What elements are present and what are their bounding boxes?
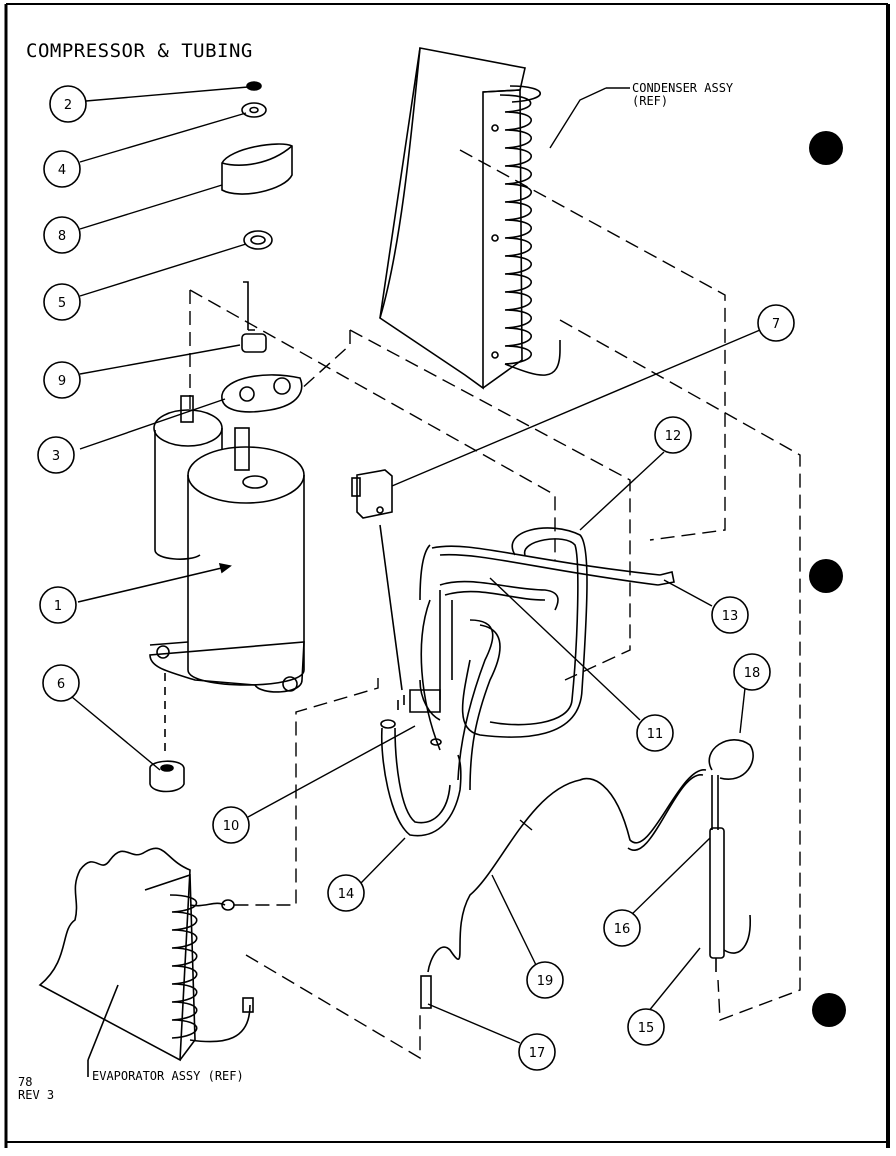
callout-16: 16 (614, 922, 631, 937)
part-7-overload (356, 469, 393, 519)
callout-labels: 2 4 8 5 9 3 1 6 7 12 13 11 18 10 14 16 1… (52, 98, 780, 1061)
part-4-washer (241, 102, 267, 118)
callout-circle-15 (627, 1008, 665, 1046)
callout-circle-16 (603, 909, 641, 947)
callout-circle-14 (327, 874, 365, 912)
revision: REV 3 (18, 1088, 55, 1102)
callout-circle-17 (518, 1033, 556, 1071)
tubing-assembly (351, 469, 675, 837)
diagram-title: COMPRESSOR & TUBING (26, 40, 253, 62)
callout-14: 14 (338, 887, 355, 902)
callout-circle-11 (636, 714, 674, 752)
callout-6: 6 (57, 677, 65, 692)
callout-9: 9 (58, 374, 66, 389)
callout-circle-4 (43, 150, 81, 188)
callout-8: 8 (58, 229, 66, 244)
page-number: 78 (18, 1075, 33, 1089)
part-6-grommet (149, 760, 185, 793)
part-2-nut (246, 81, 262, 91)
callout-circle-12 (654, 416, 692, 454)
condenser-assembly (379, 47, 561, 390)
capillary-assembly (420, 739, 754, 1009)
callout-18: 18 (744, 666, 761, 681)
callout-circle-18 (733, 653, 771, 691)
callout-17: 17 (529, 1046, 546, 1061)
callout-circle-8 (43, 216, 81, 254)
callout-circle-7 (757, 304, 795, 342)
callout-11: 11 (647, 727, 664, 742)
callout-7: 7 (772, 317, 780, 332)
callout-13: 13 (722, 609, 739, 624)
part-3-gasket (221, 374, 303, 413)
leader-lines (71, 86, 761, 1044)
callout-19: 19 (537, 974, 554, 989)
callout-10: 10 (223, 819, 240, 834)
callout-circle-10 (212, 806, 250, 844)
callout-circle-13 (711, 596, 749, 634)
callout-circle-9 (43, 361, 81, 399)
callout-circle-5 (43, 283, 81, 321)
compressor (77, 395, 305, 693)
binder-hole-bottom (812, 993, 846, 1027)
callout-circles (37, 85, 795, 1071)
condenser-label-line2: (REF) (632, 94, 669, 108)
part-9-terminal (243, 281, 255, 331)
part-8-cover (221, 143, 293, 195)
callout-15: 15 (638, 1021, 655, 1036)
callout-1: 1 (54, 599, 62, 614)
callout-4: 4 (58, 163, 66, 178)
callout-3: 3 (52, 449, 60, 464)
evaporator-label: EVAPORATOR ASSY (REF) (92, 1069, 244, 1083)
callout-12: 12 (665, 429, 682, 444)
callout-circle-1 (39, 586, 77, 624)
callout-circle-2 (49, 85, 87, 123)
binder-hole-top (809, 131, 843, 165)
callout-circle-19 (526, 961, 564, 999)
evaporator-assembly (38, 847, 254, 1077)
callout-circle-3 (37, 436, 75, 474)
callout-circle-6 (42, 664, 80, 702)
binder-hole-middle (809, 559, 843, 593)
part-5-grommet (243, 230, 273, 250)
callout-5: 5 (58, 296, 66, 311)
phantom-lines (189, 149, 801, 1060)
condenser-label-line1: CONDENSER ASSY (632, 81, 734, 95)
callout-2: 2 (64, 98, 72, 113)
